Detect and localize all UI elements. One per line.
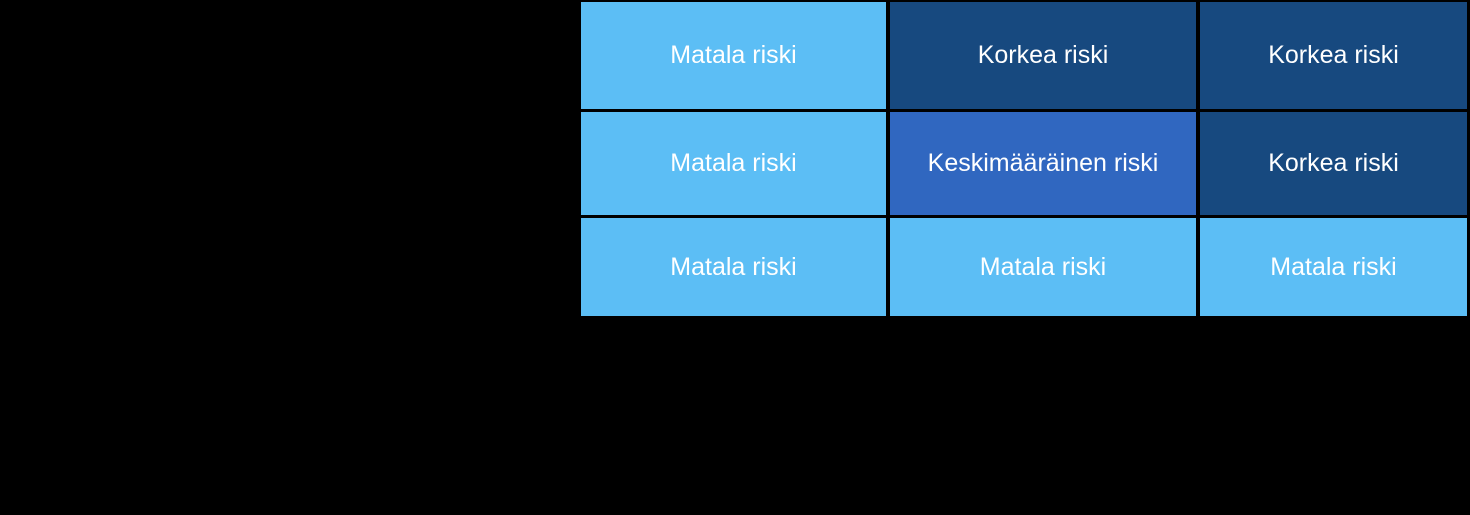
- risk-cell-r2c3: Korkea riski: [1200, 112, 1467, 215]
- risk-cell-r1c3: Korkea riski: [1200, 2, 1467, 109]
- risk-cell-r1c1: Matala riski: [581, 2, 886, 109]
- risk-cell-r3c2: Matala riski: [890, 218, 1196, 316]
- risk-cell-r2c2: Keskimääräinen riski: [890, 112, 1196, 215]
- risk-cell-r3c1: Matala riski: [581, 218, 886, 316]
- risk-cell-r3c3: Matala riski: [1200, 218, 1467, 316]
- risk-cell-r2c1: Matala riski: [581, 112, 886, 215]
- risk-cell-r1c2: Korkea riski: [890, 2, 1196, 109]
